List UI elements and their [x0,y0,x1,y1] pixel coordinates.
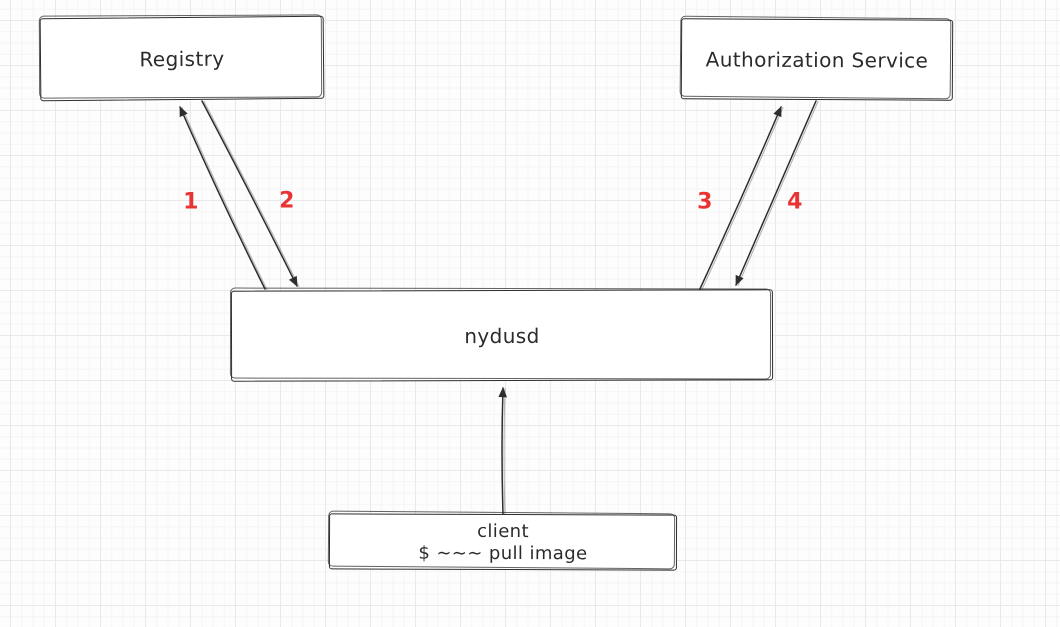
node-nydusd-label: nydusd [464,323,540,348]
node-authorization-service: Authorization Service [680,18,954,101]
node-client-label: client [477,520,529,542]
node-client: client $ ~~~ pull image [328,513,678,571]
edge-label-4: 4 [787,189,803,215]
edge-label-1: 1 [183,189,199,215]
arrow-authorization-service-to-nydusd [735,100,819,287]
edge-label-2: 2 [279,188,295,214]
arrow-client-to-nydusd [498,386,508,516]
node-client-command: $ ~~~ pull image [418,542,588,564]
node-registry-label: Registry [139,46,225,71]
node-authorization-service-label: Authorization Service [705,46,929,73]
node-nydusd: nydusd [230,289,774,382]
node-registry: Registry [39,15,325,102]
edge-label-3: 3 [697,189,713,215]
